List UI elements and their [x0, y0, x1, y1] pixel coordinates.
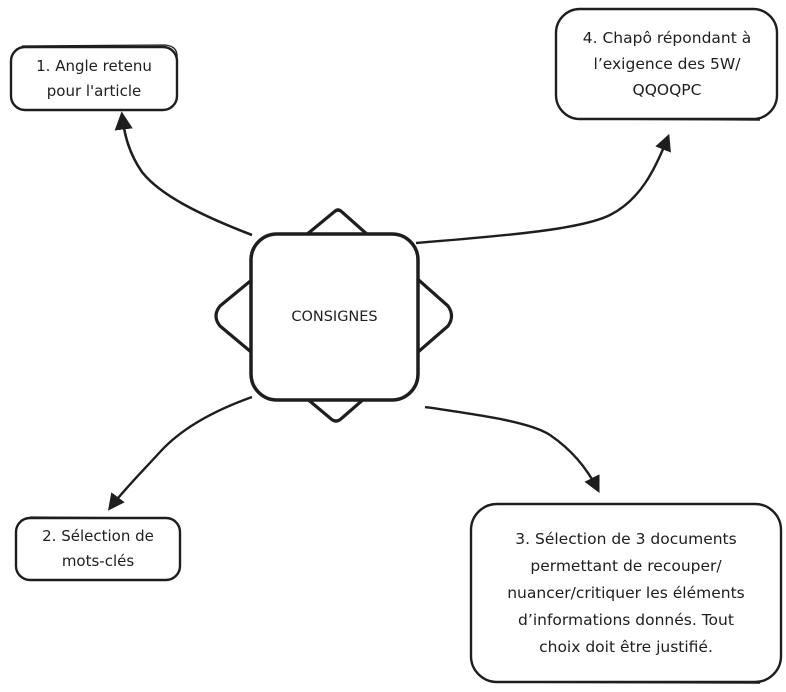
center-node-consignes[interactable]: CONSIGNES: [252, 235, 417, 400]
node-2-line: 2. Sélection de: [42, 527, 154, 545]
node-3-line: 3. Sélection de 3 documents: [515, 529, 737, 548]
node-3-documents[interactable]: 3. Sélection de 3 documents permettant d…: [472, 505, 780, 681]
node-2-line: mots-clés: [61, 552, 135, 570]
node-2-shape: [14, 516, 182, 582]
node-3-line: d’informations donnés. Tout: [518, 610, 734, 629]
node-3-line: choix doit être justifié.: [539, 637, 713, 656]
node-3-line: nuancer/critiquer les éléments: [507, 583, 745, 602]
center-square-shape: [249, 232, 420, 402]
edge-center-to-3: [424, 405, 600, 494]
edge-center-to-1: [114, 111, 253, 237]
node-2-mots-cles[interactable]: 2. Sélection de mots-clés: [17, 519, 179, 579]
center-node-label: CONSIGNES: [291, 309, 378, 325]
edge-center-to-4: [415, 133, 671, 245]
edge-center-to-2: [107, 395, 253, 511]
node-1-line: 1. Angle retenu: [36, 57, 152, 75]
node-1-shape: [9, 44, 179, 112]
node-1-angle[interactable]: 1. Angle retenu pour l'article: [12, 48, 176, 110]
node-4-line: 4. Chapô répondant à: [582, 29, 752, 47]
node-1-line: pour l'article: [46, 82, 142, 100]
node-1-text: 1. Angle retenu pour l'article: [36, 54, 152, 104]
node-2-text: 2. Sélection de mots-clés: [42, 524, 154, 574]
node-4-line: l’exigence des 5W/: [593, 55, 741, 73]
node-3-shape: [469, 502, 783, 684]
node-4-shape: [554, 7, 779, 121]
node-3-text: 3. Sélection de 3 documents permettant d…: [507, 526, 745, 661]
node-4-text: 4. Chapô répondant à l’exigence des 5W/ …: [583, 25, 752, 103]
node-4-chapo[interactable]: 4. Chapô répondant à l’exigence des 5W/ …: [557, 10, 777, 118]
node-3-line: permettant de recouper/: [530, 556, 722, 575]
node-4-line: QQOQPC: [632, 81, 702, 99]
